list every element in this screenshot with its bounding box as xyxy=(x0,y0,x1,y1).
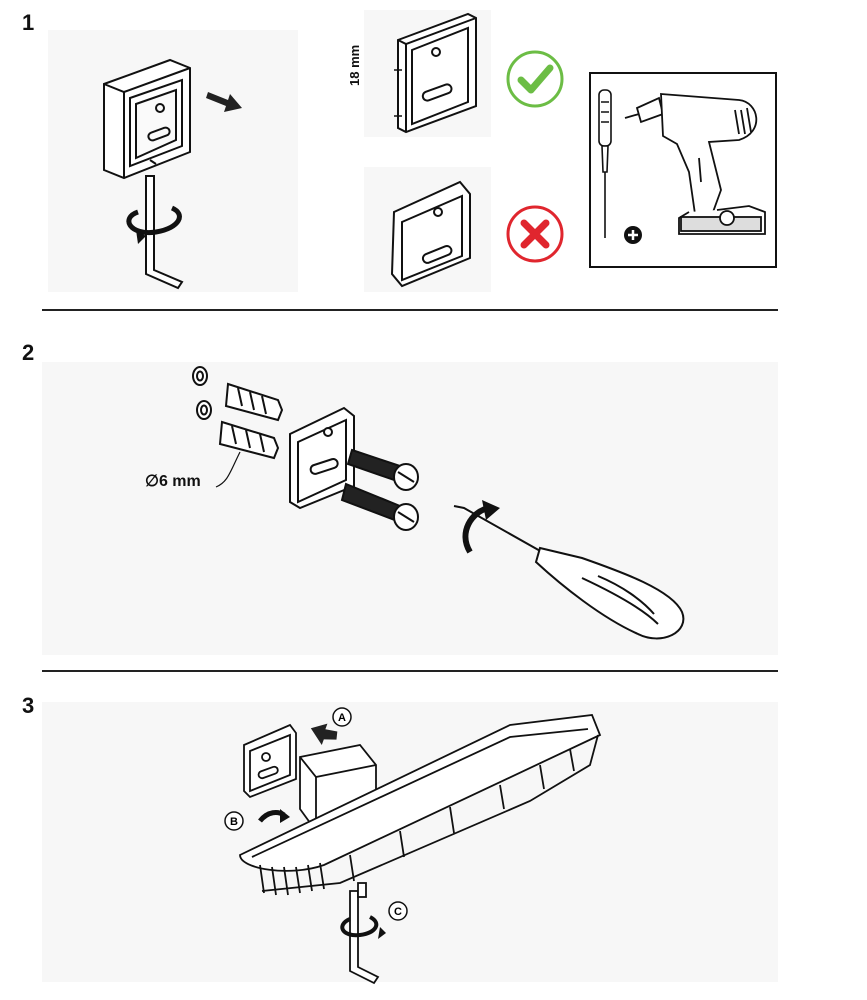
callout-c-label: C xyxy=(394,906,402,918)
bracket-illustration xyxy=(103,58,242,290)
step-1-number: 1 xyxy=(22,10,35,35)
arrow-icon xyxy=(310,723,338,745)
callout-a-label: A xyxy=(338,712,346,724)
step3-panel xyxy=(42,702,778,982)
screwdriver-icon xyxy=(453,505,685,640)
wall-plug-icon xyxy=(224,382,284,422)
screw-icon xyxy=(346,448,401,484)
correct-bracket-illustration xyxy=(394,12,477,134)
callout-a: A xyxy=(332,707,352,727)
rotate-arrow-icon xyxy=(340,915,379,938)
incorrect-bracket-illustration xyxy=(390,180,471,288)
rotate-arrow-icon xyxy=(126,205,182,236)
depth-label: 18 mm xyxy=(347,44,362,86)
diameter-label: ∅6 mm xyxy=(145,473,201,490)
drill-icon xyxy=(624,93,766,235)
step-2-number: 2 xyxy=(22,340,35,365)
plus-icon xyxy=(624,226,642,244)
check-icon xyxy=(506,50,564,108)
step-divider-1 xyxy=(42,309,778,311)
callout-b-label: B xyxy=(230,816,238,828)
step-3-number: 3 xyxy=(22,693,35,718)
basket-illustration: A B C xyxy=(224,707,602,985)
mounting-illustration xyxy=(192,366,685,640)
callout-c: C xyxy=(388,901,408,921)
tools-box xyxy=(589,72,777,268)
screw-icon xyxy=(340,482,401,524)
callout-b: B xyxy=(224,811,244,831)
cross-icon xyxy=(506,205,564,263)
arrow-icon xyxy=(206,92,242,112)
screwdriver-small-icon xyxy=(598,89,612,238)
rotate-arrow-icon xyxy=(462,505,489,554)
step-divider-2 xyxy=(42,670,778,672)
